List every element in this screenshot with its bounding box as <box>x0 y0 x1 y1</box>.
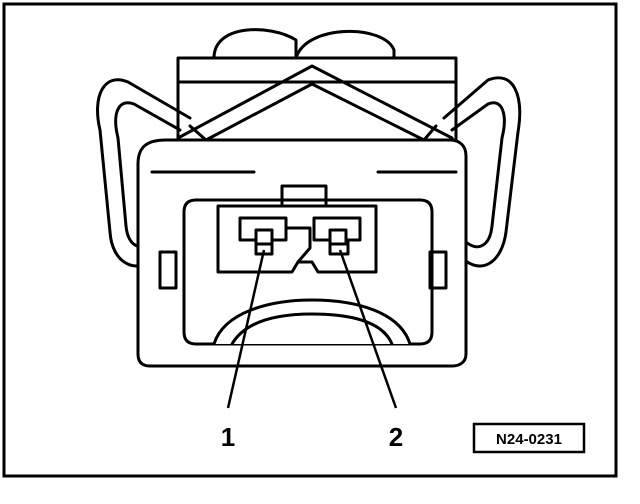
reference-box <box>472 422 586 454</box>
top-lobe-right <box>294 30 396 66</box>
latch-strap <box>176 64 454 140</box>
rear-housing <box>176 56 458 142</box>
socket-recess <box>182 198 434 346</box>
latch-loop-right <box>442 76 522 268</box>
reference-code: N24-0231 <box>496 431 562 448</box>
leader-line-2 <box>338 249 398 409</box>
side-tab-left <box>158 250 178 290</box>
terminal-2 <box>312 216 362 256</box>
terminal-1 <box>238 216 288 256</box>
locking-key <box>280 184 328 208</box>
callout-label-2: 2 <box>389 422 403 452</box>
connector-drawing <box>96 28 522 368</box>
latch-loop-left <box>96 78 192 268</box>
callout-label-1: 1 <box>221 422 235 452</box>
side-tab-right <box>428 250 448 290</box>
top-lobe-left <box>212 28 298 62</box>
leader-line-1 <box>226 249 266 409</box>
